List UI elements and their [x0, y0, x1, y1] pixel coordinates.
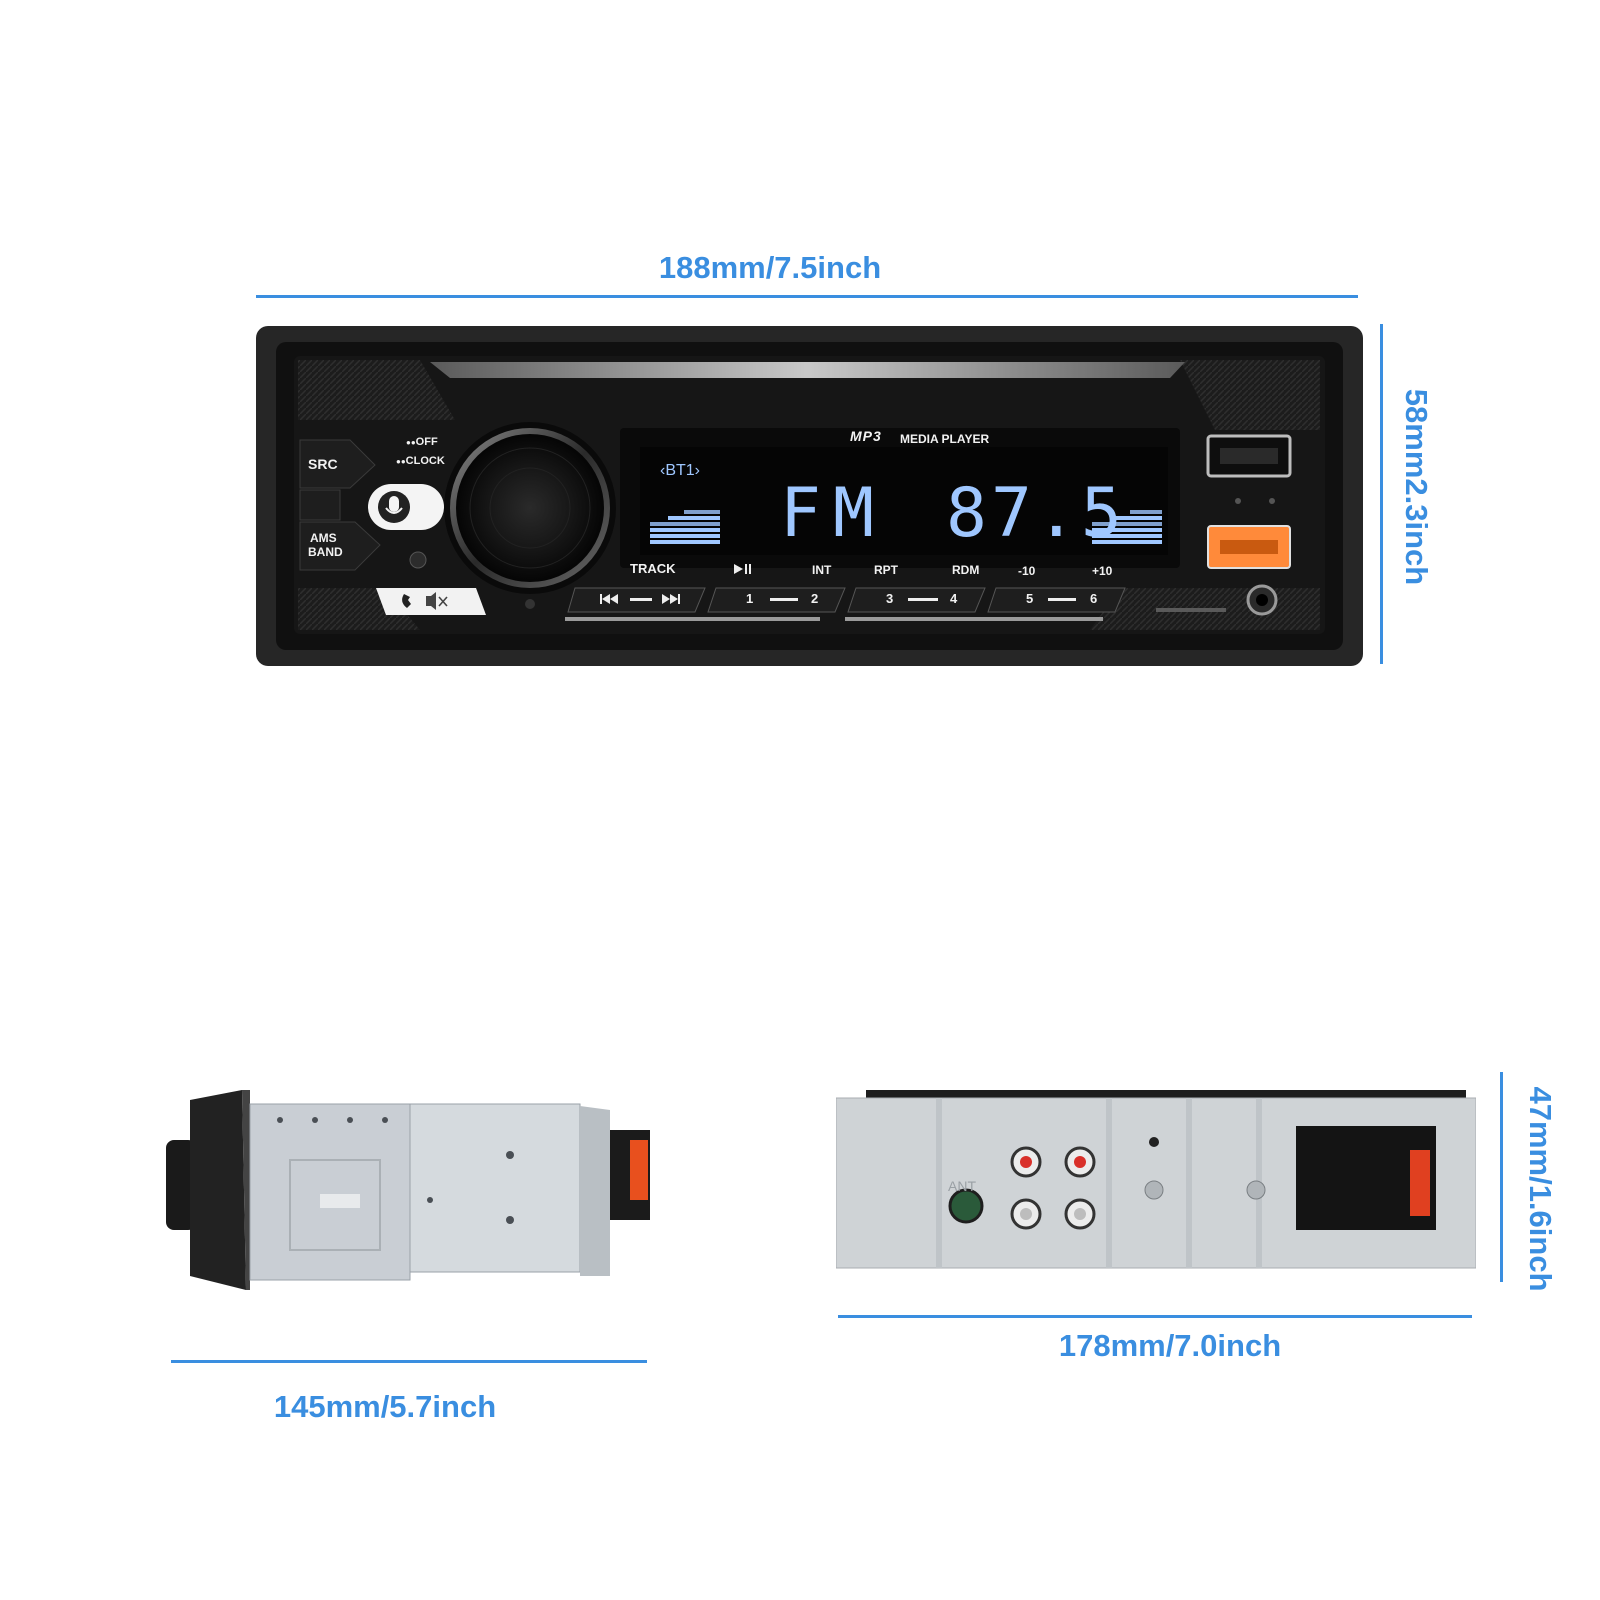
mute-icon: [426, 592, 436, 610]
front-width-label: 188mm/7.5inch: [658, 250, 882, 285]
minus10-label: -10: [1018, 564, 1036, 578]
preset-3-button[interactable]: 3: [886, 591, 894, 606]
off-text: OFF: [415, 436, 438, 448]
int-label: INT: [812, 563, 832, 577]
mic-icon: [389, 496, 399, 512]
source-right-bracket: ›: [694, 462, 700, 479]
src-button[interactable]: SRC: [308, 456, 338, 472]
display-band: FM: [780, 474, 886, 553]
rear-view: [836, 1090, 1476, 1269]
rear-height-line: [1500, 1072, 1503, 1282]
off-label: ●●OFF: [406, 436, 438, 448]
rear-width-line: [838, 1315, 1472, 1318]
ant-label: ANT: [948, 1178, 976, 1194]
phone-icon: [402, 594, 411, 608]
off-dots: ●●: [406, 438, 416, 447]
rear-height-label: 47mm/1.6inch: [1523, 1086, 1558, 1292]
display-source: ‹BT1›: [660, 462, 700, 480]
preset-6-button[interactable]: 6: [1090, 591, 1098, 606]
front-panel: [256, 326, 1363, 666]
source-left-bracket: ‹: [660, 462, 666, 479]
play-pause-icon: [734, 564, 751, 574]
preset-5-button[interactable]: 5: [1026, 591, 1034, 606]
band-button[interactable]: BAND: [308, 545, 343, 559]
track-label: TRACK: [630, 561, 676, 576]
eq-left-icon: [650, 510, 720, 544]
display-source-text: BT1: [665, 462, 695, 479]
front-width-line: [256, 295, 1358, 298]
preset-2-button[interactable]: 2: [811, 591, 819, 606]
plus10-label: +10: [1092, 564, 1113, 578]
sd-slot-icon: [1156, 608, 1226, 612]
rca-jacks: [1010, 1146, 1096, 1230]
next-track-icon: [662, 594, 680, 604]
preset-1-button[interactable]: 1: [746, 591, 754, 606]
rpt-label: RPT: [874, 563, 898, 577]
media-player-label: MEDIA PLAYER: [900, 432, 990, 446]
side-depth-line: [171, 1360, 647, 1363]
prev-track-icon: [600, 594, 618, 604]
rear-width-label: 178mm/7.0inch: [1058, 1328, 1282, 1363]
ams-label: AMS: [310, 531, 337, 545]
eq-right-icon: [1092, 510, 1162, 544]
brand-logo: MP3: [850, 428, 882, 444]
side-view: [166, 1090, 650, 1290]
side-depth-label: 145mm/5.7inch: [273, 1389, 497, 1424]
display-frequency: 87.5: [946, 474, 1126, 553]
antenna-jack-icon: [948, 1188, 984, 1224]
preset-4-button[interactable]: 4: [950, 591, 958, 606]
clock-dots: ●●: [396, 457, 406, 466]
rdm-label: RDM: [952, 563, 980, 577]
front-height-line: [1380, 324, 1383, 664]
clock-text: CLOCK: [405, 455, 445, 467]
clock-label: ●●CLOCK: [396, 455, 445, 467]
